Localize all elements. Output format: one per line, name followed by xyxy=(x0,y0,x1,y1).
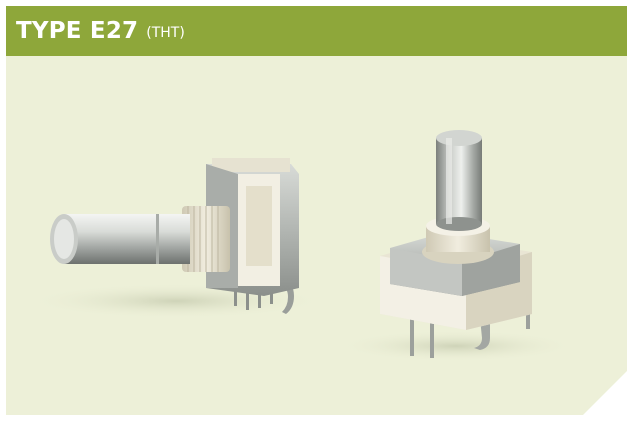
product-mount-type: (THT) xyxy=(146,25,185,41)
product-photo-panel xyxy=(6,56,627,415)
folded-corner xyxy=(583,371,627,415)
horizontal-shaft-encoder xyxy=(26,158,326,319)
header-bar: TYPE E27 (THT) xyxy=(6,6,627,56)
vertical-shaft-encoder xyxy=(336,130,576,362)
product-title: TYPE E27 xyxy=(16,18,139,44)
product-card: TYPE E27 (THT) xyxy=(6,6,627,415)
product-photo xyxy=(26,130,576,362)
